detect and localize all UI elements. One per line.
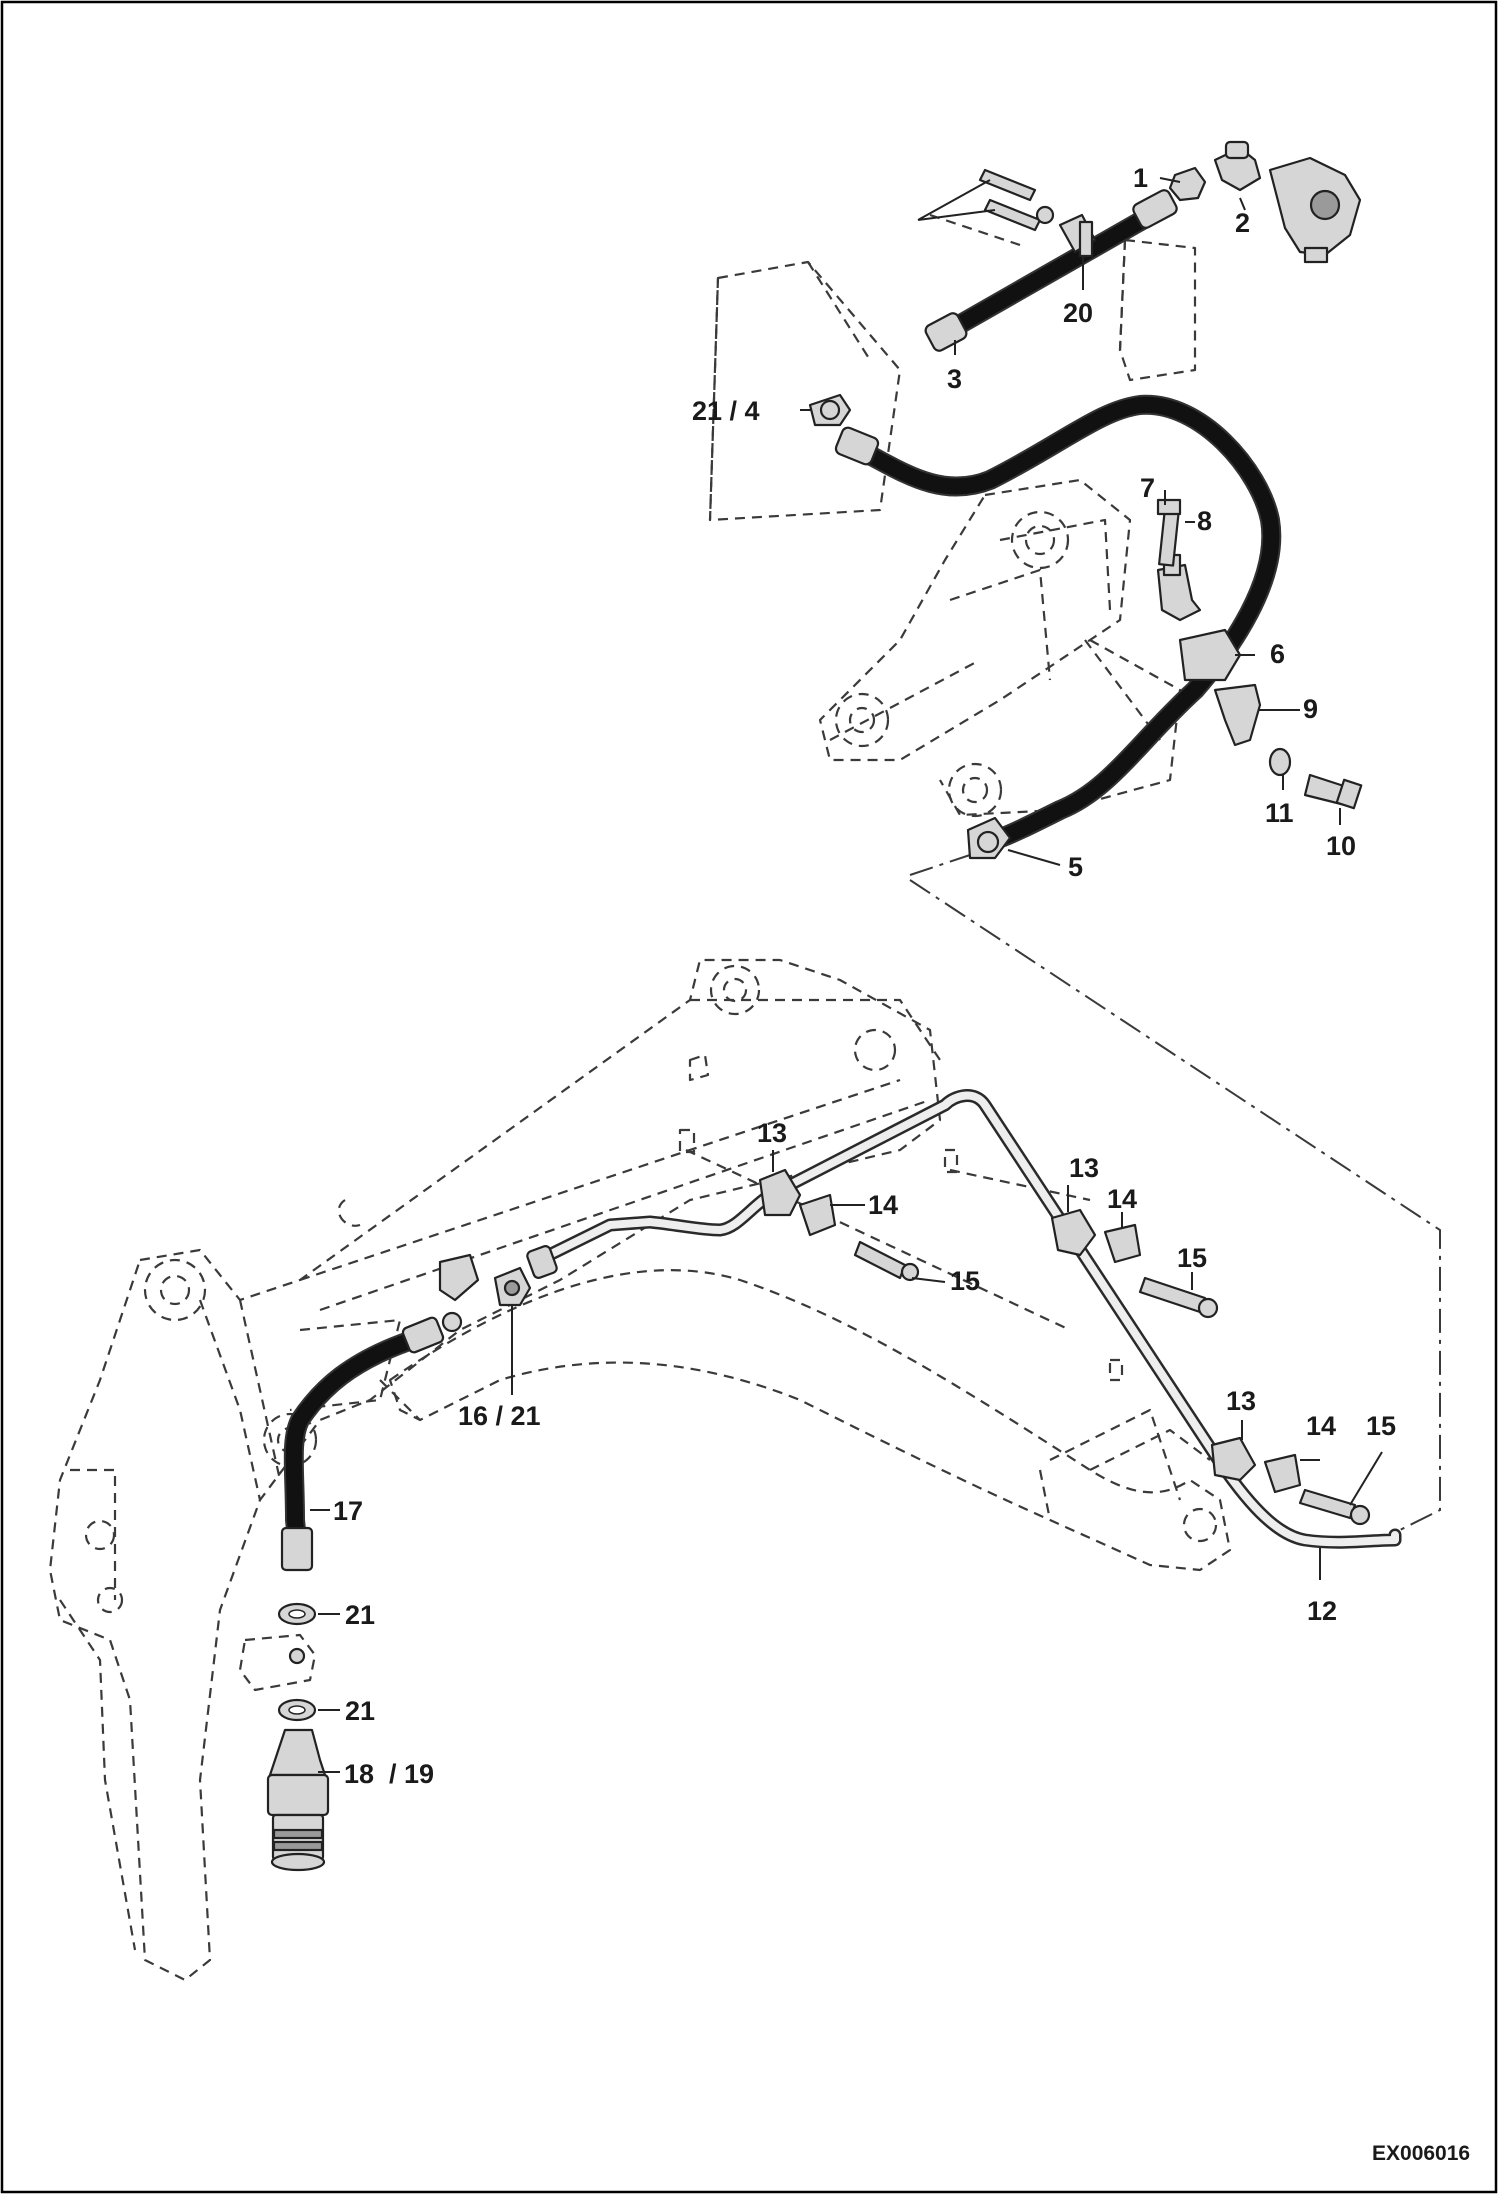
fitting-5: [966, 816, 1012, 860]
callout-6: 6: [1270, 639, 1285, 669]
callout-7: 7: [1140, 473, 1155, 503]
callout-21-4: 21 / 4: [692, 396, 760, 426]
bolt-15c: [1298, 1488, 1371, 1526]
fitting-pipe12-start: [526, 1245, 558, 1279]
callout-14c: 14: [1306, 1411, 1336, 1441]
fitting-hose17-bottom: [280, 1526, 314, 1572]
hose-3: [942, 202, 1168, 338]
callout-14b: 14: [1107, 1184, 1137, 1214]
block-adapter: [238, 1633, 317, 1692]
hose-5-outline: [850, 394, 1282, 850]
callout-1: 1: [1133, 163, 1148, 193]
callout-15c: 15: [1366, 1411, 1396, 1441]
callout-3: 3: [947, 364, 962, 394]
upper-frame-outline: [708, 238, 1197, 522]
clamp-20: [1058, 213, 1097, 258]
pipe-12-outline: [528, 1089, 1402, 1549]
clamp-9: [1213, 683, 1262, 747]
swing-bracket-outline: [818, 478, 1182, 818]
clamp-14b: [1103, 1223, 1142, 1264]
guide-line-c: [909, 879, 1441, 1536]
callout-17: 17: [333, 1496, 363, 1526]
clamp-6: [1178, 628, 1242, 682]
bolt-10: [1303, 773, 1363, 810]
guide-line-b: [909, 844, 1001, 876]
callout-13c: 13: [1226, 1386, 1256, 1416]
boom-brackets: [337, 1053, 1124, 1382]
fitting-16-21: [493, 1266, 532, 1307]
elbow-2: [1213, 140, 1262, 192]
callout-13b: 13: [1069, 1153, 1099, 1183]
quick-coupler: [1268, 156, 1362, 264]
clamp-bolts-top: [917, 168, 1055, 232]
callout-20: 20: [1063, 298, 1093, 328]
boom-outline: [48, 958, 942, 1982]
fitting-hose5-top: [834, 426, 880, 466]
bolt-15b: [1138, 1276, 1219, 1319]
adapter-1: [1168, 166, 1207, 202]
washer-21a: [277, 1602, 317, 1626]
bolt-15a: [853, 1240, 920, 1282]
callout-18-19: 18 / 19: [344, 1759, 434, 1789]
washer-21b: [277, 1698, 317, 1722]
callout-16-21: 16 / 21: [458, 1401, 541, 1431]
callout-21a: 21: [345, 1600, 375, 1630]
callout-15a: 15: [950, 1266, 980, 1296]
callout-2: 2: [1235, 208, 1250, 238]
washer-11: [1268, 747, 1292, 777]
callout-10: 10: [1326, 831, 1356, 861]
clamp-14a: [798, 1193, 837, 1237]
bolt-8: [1156, 498, 1182, 567]
callout-9: 9: [1303, 694, 1318, 724]
callout-15b: 15: [1177, 1243, 1207, 1273]
hose-5: [852, 396, 1280, 848]
callout-21b: 21: [345, 1696, 375, 1726]
callout-8: 8: [1197, 506, 1212, 536]
callout-13a: 13: [757, 1118, 787, 1148]
leader-lines: [310, 177, 1383, 1773]
clamp-13a: [758, 1168, 802, 1217]
drawing-code: EX006016: [1372, 2142, 1470, 2165]
fitting-3-end: [924, 312, 968, 352]
callout-5: 5: [1068, 852, 1083, 882]
clamp-13b: [1050, 1208, 1097, 1257]
callout-11: 11: [1265, 798, 1294, 828]
callout-14a: 14: [868, 1190, 898, 1220]
arm-outline: [379, 1269, 1232, 1572]
fitting-hose-upper-end: [1132, 189, 1178, 229]
fitting-21-4: [808, 393, 852, 427]
valve-18-19: [266, 1728, 330, 1872]
fitting-hose17-top: [401, 1253, 480, 1354]
pipe-12: [531, 1091, 1399, 1547]
callout-12: 12: [1307, 1596, 1337, 1626]
hose-17: [285, 1330, 426, 1538]
clamp-14c: [1263, 1453, 1302, 1494]
clamp-13c: [1210, 1436, 1257, 1482]
